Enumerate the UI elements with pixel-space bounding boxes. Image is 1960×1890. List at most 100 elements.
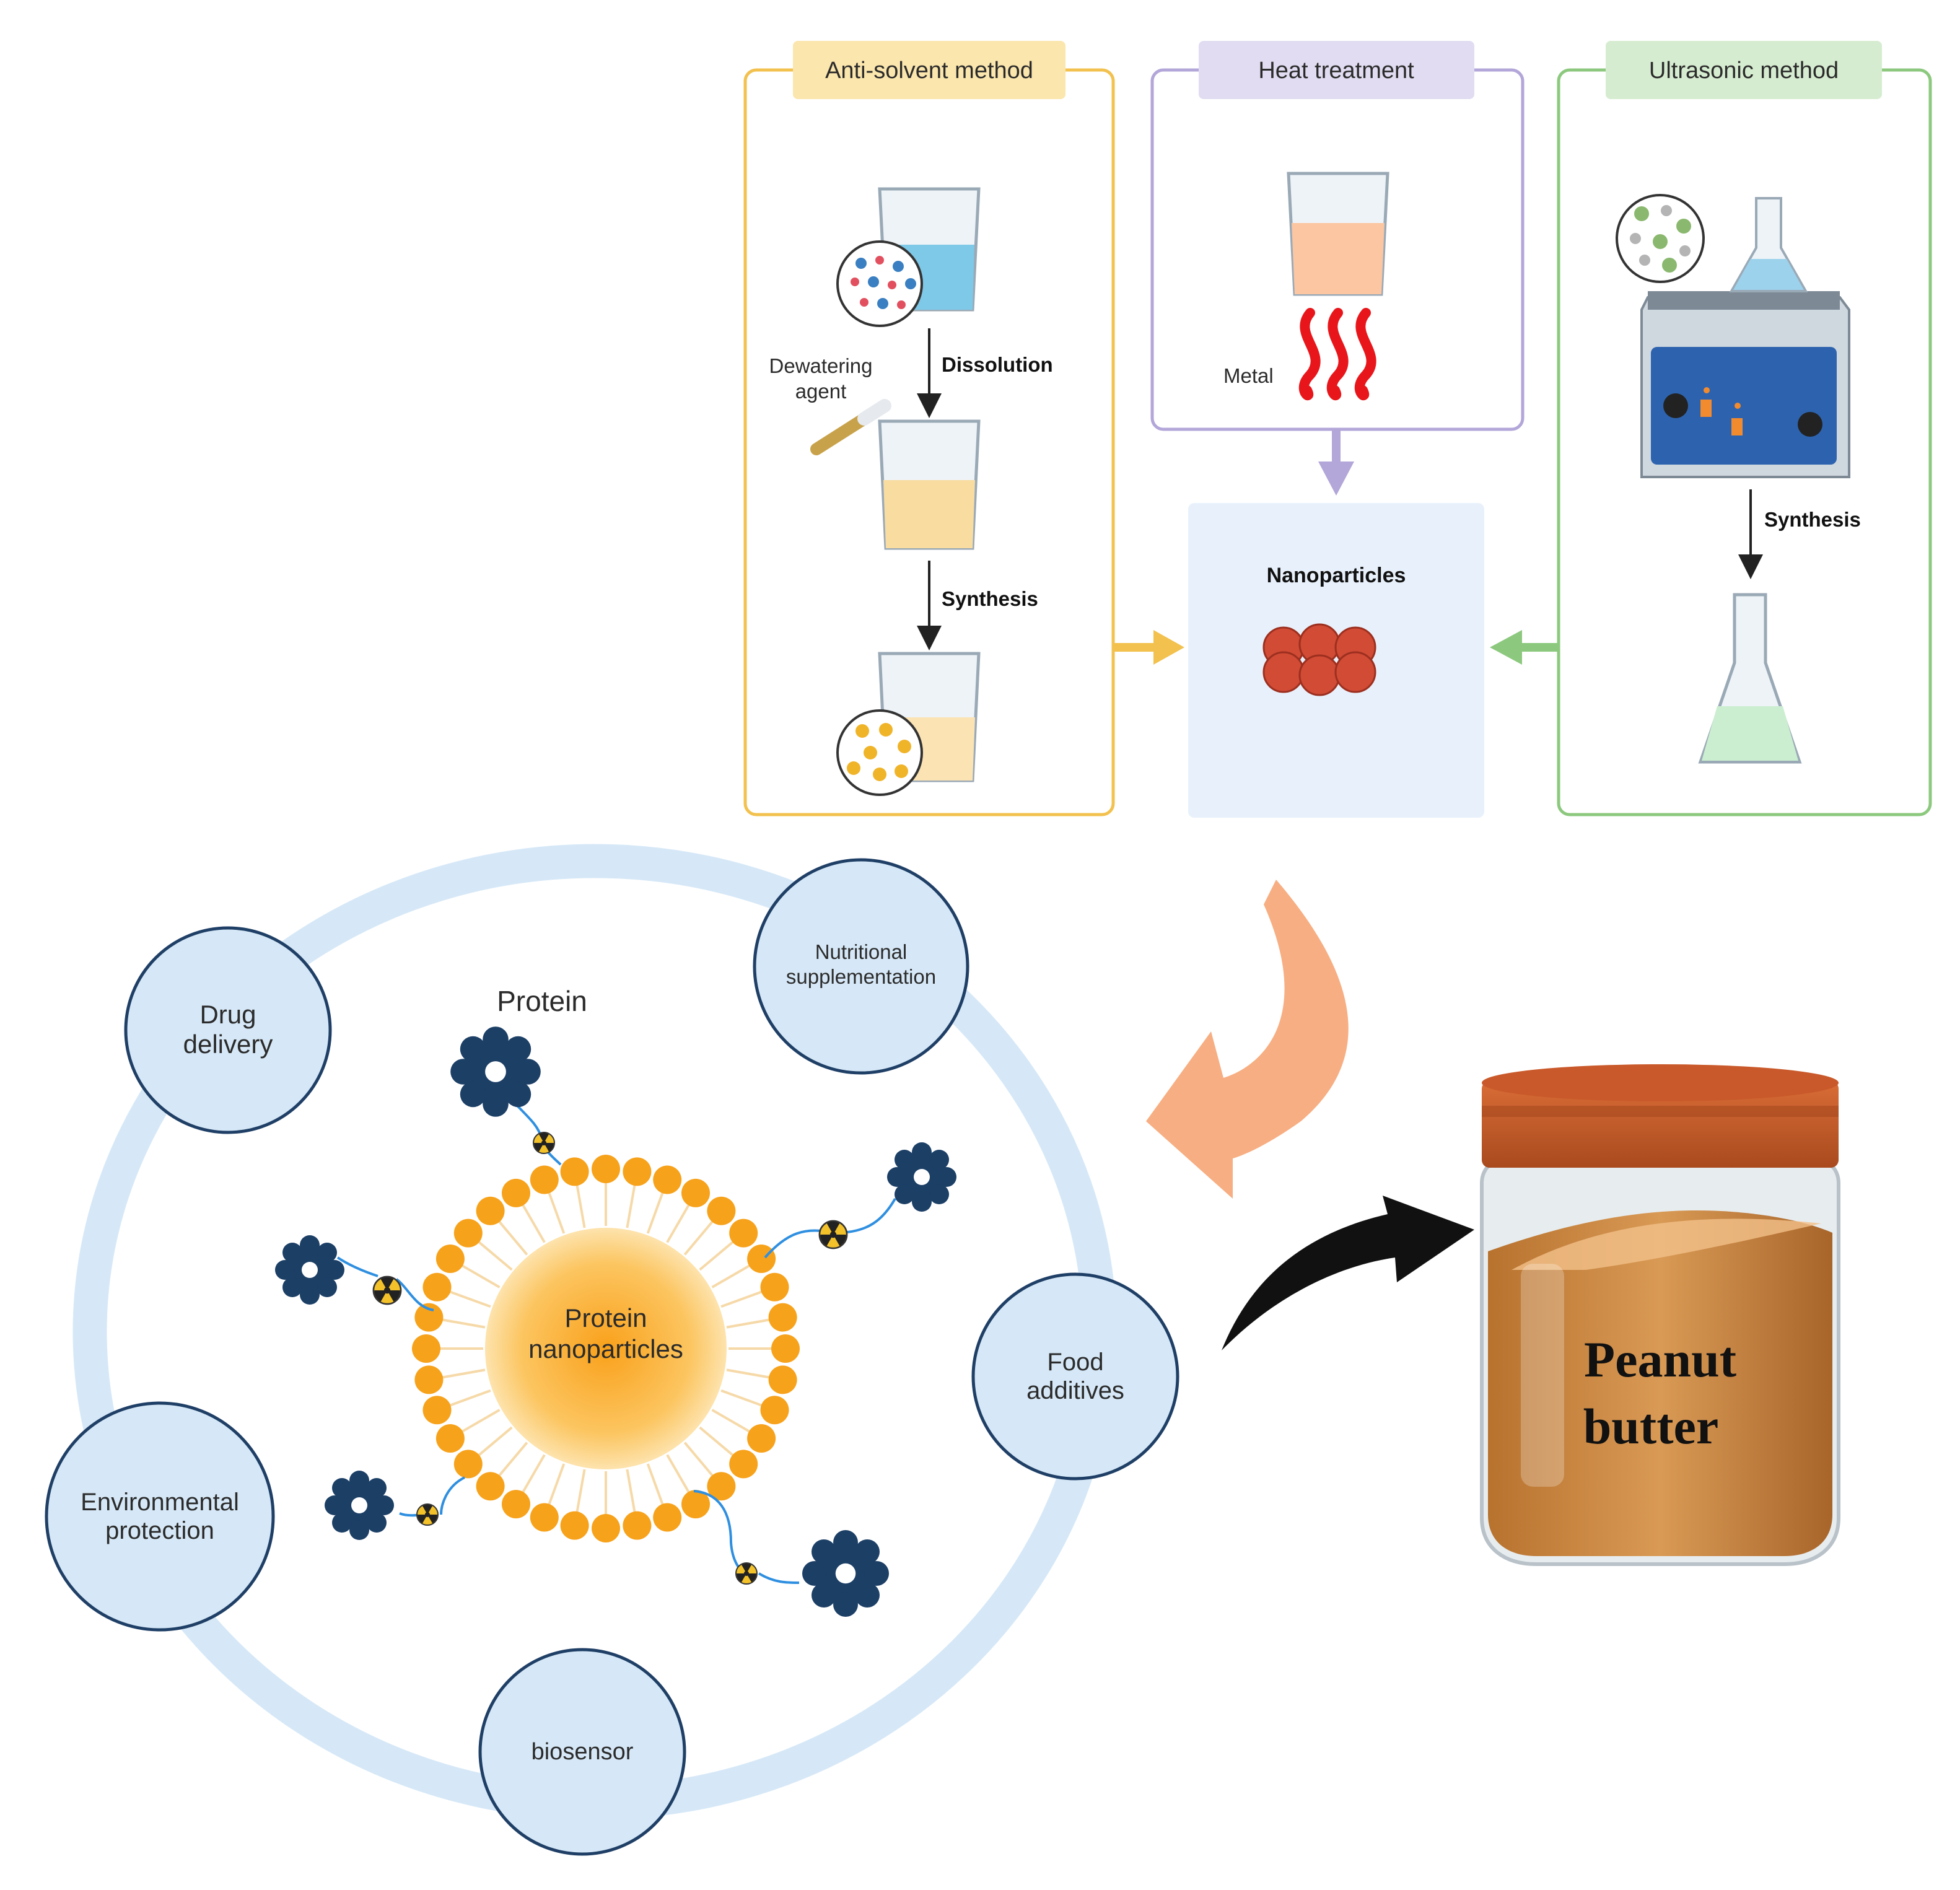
lipid-tail (478, 1241, 513, 1271)
lipid-head (760, 1396, 789, 1425)
lipid-tail (478, 1426, 513, 1456)
lipid-head (760, 1272, 789, 1302)
lipid-tail (461, 1409, 501, 1433)
jar-lid (1482, 1083, 1839, 1168)
radiation-icon-1 (533, 1132, 555, 1154)
ultrasonic-title: Ultrasonic method (1649, 58, 1839, 84)
anti-solvent-panel: Anti-solvent method Dissolution Dewateri… (743, 41, 1115, 816)
lipid-head (623, 1511, 652, 1540)
ultrasonic-panel: Ultrasonic method Synthesis (1557, 41, 1932, 816)
lipid-tail (726, 1368, 770, 1379)
heat-treatment-panel: Heat treatment Metal (1150, 41, 1525, 431)
heat-title-tag (1199, 41, 1474, 99)
lipid-tail (548, 1463, 566, 1505)
lipid-head (453, 1450, 483, 1479)
lipid-head (729, 1218, 758, 1248)
protein-nanoparticle-core (485, 1228, 727, 1469)
lipid-head (729, 1450, 758, 1479)
lipid-head (768, 1303, 797, 1332)
lipid-head (653, 1503, 682, 1532)
dissolution-label: Dissolution (942, 353, 1053, 376)
anti-solvent-to-nano-arrow (1113, 630, 1184, 665)
environmental-label-1: Environmental (81, 1489, 239, 1516)
lipid-tail (626, 1184, 636, 1228)
peanut-butter-jar-icon: Peanut butter (1480, 1064, 1840, 1566)
lipid-head (560, 1157, 589, 1186)
lipid-tail (442, 1368, 486, 1379)
ultrasonic-to-nano-arrow (1490, 630, 1559, 665)
app-circle-drug-delivery[interactable]: Drug delivery (124, 926, 332, 1134)
lipid-head (592, 1514, 620, 1542)
food-additives-label-2: additives (1026, 1377, 1124, 1404)
lipid-tail (548, 1192, 566, 1234)
lipid-head (747, 1245, 776, 1273)
jar-label-1: Peanut (1584, 1331, 1736, 1388)
app-circle-food-additives[interactable]: Food additives (971, 1272, 1179, 1481)
lipid-head (414, 1303, 444, 1332)
lipid-head (412, 1334, 440, 1363)
lipid-head (435, 1245, 465, 1273)
ultrasonic-magnifier-icon (1616, 194, 1705, 283)
nanoparticle-cluster-icon (1262, 623, 1376, 696)
curved-orange-arrow (1146, 880, 1349, 1199)
radiation-icon-2 (818, 1220, 848, 1249)
nanoparticle-magnifier-icon (836, 709, 923, 796)
lipid-tail (498, 1220, 528, 1256)
lipid-tail (666, 1204, 690, 1243)
lipid-tail (442, 1318, 486, 1329)
lipid-head (747, 1424, 776, 1453)
lipid-tail (699, 1426, 734, 1456)
lipid-tail (699, 1241, 734, 1271)
lipid-head (414, 1365, 444, 1394)
radiation-icon-4 (416, 1503, 439, 1526)
synthesis-label-2: Synthesis (1764, 508, 1861, 531)
lipid-head (453, 1218, 483, 1248)
lipid-tail (449, 1389, 491, 1407)
app-circle-biosensor[interactable]: biosensor (478, 1648, 686, 1856)
lipid-head (476, 1196, 505, 1225)
anti-solvent-title: Anti-solvent method (825, 58, 1033, 84)
dewatering-agent-label-2: agent (795, 380, 847, 403)
lipid-tail (711, 1409, 751, 1433)
lipid-tail (711, 1264, 751, 1288)
lipid-tail (666, 1454, 690, 1494)
radiation-icon-3 (372, 1275, 402, 1305)
app-circle-nutritional[interactable]: Nutritional supplementation (753, 858, 969, 1075)
lipid-head (530, 1165, 559, 1194)
jar-label-2: butter (1583, 1398, 1719, 1455)
lipid-head (502, 1178, 530, 1207)
lipid-tail (646, 1463, 664, 1505)
lipid-head (530, 1503, 559, 1532)
core-label-1: Protein (564, 1303, 647, 1332)
lipid-head (707, 1472, 736, 1501)
lipid-tail (575, 1469, 586, 1513)
lipid-head (422, 1396, 452, 1425)
ultrasonic-title-tag (1606, 41, 1882, 99)
liposome-heads (412, 1155, 800, 1542)
biosensor-label: biosensor (532, 1739, 634, 1765)
heat-to-nano-arrow (1318, 429, 1354, 496)
protein-label: Protein (497, 985, 587, 1017)
lipid-head (707, 1196, 736, 1225)
anti-solvent-title-tag (793, 41, 1065, 99)
lipid-tail (726, 1318, 770, 1329)
lipid-tail (449, 1290, 491, 1308)
lipid-head (681, 1178, 710, 1207)
lipid-head (476, 1472, 505, 1501)
lipid-tail (683, 1442, 714, 1477)
liposome-tails (440, 1183, 772, 1515)
lipid-head (681, 1490, 710, 1519)
synthesis-label-1: Synthesis (942, 587, 1038, 610)
lipid-head (623, 1157, 652, 1186)
lipid-head (422, 1272, 452, 1302)
nanoparticles-label: Nanoparticles (1267, 564, 1406, 587)
heat-title: Heat treatment (1258, 58, 1414, 84)
lipid-tail (646, 1192, 664, 1234)
protein-icon-1 (450, 1026, 541, 1117)
beaker-heated-icon (1287, 172, 1389, 296)
lipid-head (435, 1424, 465, 1453)
heat-waves-icon (1298, 308, 1376, 401)
app-circle-environmental[interactable]: Environmental protection (45, 1401, 275, 1632)
lipid-tail (626, 1469, 636, 1513)
